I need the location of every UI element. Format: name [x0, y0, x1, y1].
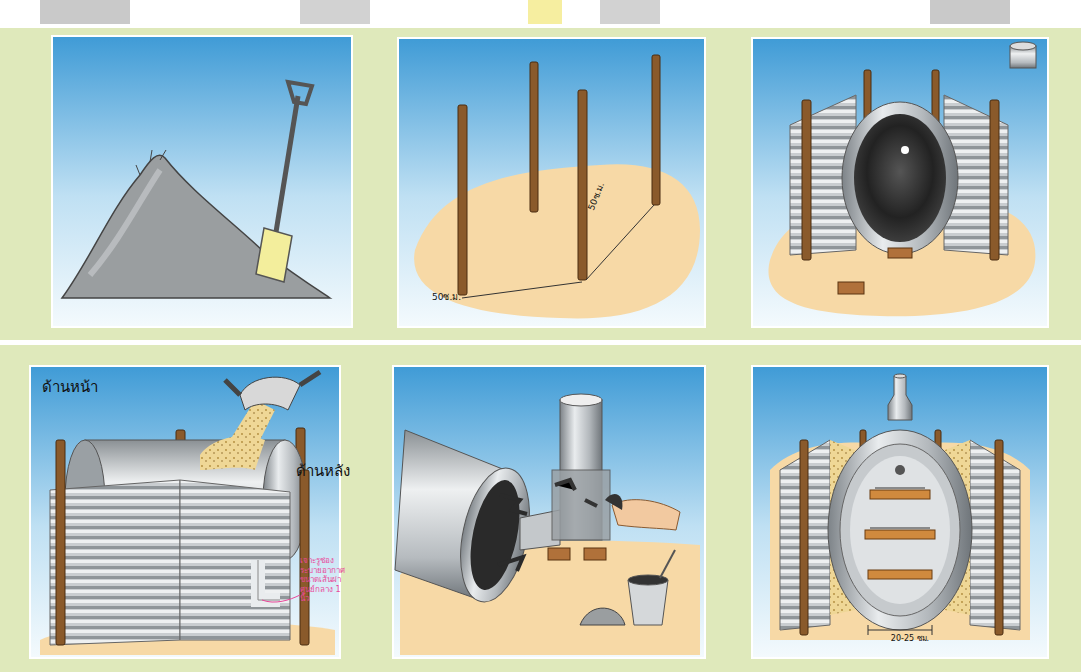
panel-soil-pile-part	[90, 170, 160, 275]
panel-soil-pile	[52, 36, 352, 327]
panel-drum-covered	[30, 366, 340, 658]
panel-drum-covered-part	[30, 366, 340, 658]
panel-posts-part-part	[652, 55, 660, 205]
page-background-part	[600, 0, 660, 24]
panel-drum-placement-part	[888, 248, 912, 258]
panel-drum-covered-part	[262, 595, 300, 602]
panel-chimney-fitting	[393, 366, 705, 658]
panel-kiln-front-part	[870, 488, 930, 528]
page-background-part	[0, 340, 1081, 345]
panel-soil-pile-part	[136, 150, 166, 175]
panel-chimney-fitting-part	[560, 394, 602, 406]
dimension-label: 20-25 ซม.	[880, 634, 940, 644]
dimension-label: 50ซ.ม.	[432, 292, 476, 303]
panel-chimney-fitting-part	[580, 608, 625, 625]
side-label: ด้านหลัง	[296, 462, 386, 480]
panel-drum-placement-part	[1010, 42, 1036, 50]
panel-soil-pile-part	[276, 96, 298, 232]
panel-kiln-front-part	[752, 366, 1048, 658]
panel-drum-covered-part	[258, 560, 280, 600]
panel-chimney-fitting-part	[548, 548, 606, 560]
panel-drum-placement-part	[838, 282, 864, 294]
panel-posts-part-part	[578, 90, 587, 280]
panel-kiln-front-part-part	[800, 440, 808, 635]
side-label: ด้านหน้า	[42, 378, 132, 396]
page-background-part	[300, 0, 370, 24]
panel-kiln-front-part	[888, 376, 912, 420]
panel-drum-covered-part	[56, 440, 309, 645]
panel-drum-covered-part	[200, 436, 265, 470]
panel-chimney-fitting-part	[628, 580, 668, 625]
panel-kiln-front-part	[865, 490, 935, 579]
panel-drum-placement-part	[854, 114, 946, 242]
panel-kiln-front	[752, 366, 1048, 658]
panel-soil-pile-part	[62, 155, 330, 298]
panel-drum-placement-part-part	[990, 100, 999, 260]
panel-chimney-fitting-part	[393, 366, 705, 658]
panel-drum-placement-part	[802, 100, 999, 260]
panel-drum-covered-part-part	[56, 440, 65, 645]
panel-drum-placement-part	[752, 38, 1048, 327]
panel-chimney-fitting-part	[552, 470, 610, 540]
panel-drum-placement-part	[901, 146, 909, 154]
panel-kiln-front-part	[868, 625, 869, 635]
panel-posts-part	[462, 282, 582, 298]
panel-kiln-front-part	[895, 465, 905, 475]
panel-kiln-front-part	[868, 630, 932, 631]
panel-kiln-front-part-part	[868, 570, 932, 579]
panel-drum-covered-part	[240, 377, 300, 410]
panel-kiln-front-part	[840, 444, 960, 616]
panel-posts	[398, 38, 705, 327]
panel-chimney-fitting-part-part	[548, 548, 570, 560]
panel-kiln-front-part	[932, 625, 933, 635]
panel-chimney-fitting-part	[462, 476, 528, 595]
panel-posts-part-part	[530, 62, 538, 212]
panel-kiln-front-part-part	[865, 530, 935, 539]
panel-chimney-fitting-part	[555, 480, 597, 506]
panel-posts-part	[586, 205, 654, 280]
panel-drum-placement-part-part	[802, 100, 811, 260]
panel-soil-pile-part	[52, 36, 352, 327]
panel-drum-covered-part	[180, 480, 290, 640]
panel-chimney-fitting-part	[628, 575, 668, 585]
panel-posts-part-part	[458, 105, 467, 295]
panel-soil-pile-part	[288, 82, 312, 104]
page-background-part	[930, 0, 1010, 24]
panel-chimney-fitting-part	[605, 494, 622, 510]
panel-drum-covered-part	[258, 560, 280, 600]
panel-chimney-fitting-part-part	[584, 548, 606, 560]
panel-soil-pile-part	[256, 228, 292, 282]
page-background-part	[528, 0, 562, 24]
panel-kiln-front-part	[850, 456, 950, 604]
panel-kiln-front-part-part	[870, 490, 930, 499]
page-background-part	[40, 0, 130, 24]
panel-chimney-fitting-part	[660, 550, 675, 578]
panel-posts-part	[458, 55, 660, 295]
panel-drum-covered-part	[50, 480, 180, 645]
page-background-part	[0, 28, 1081, 672]
panel-drum-placement-part	[842, 102, 958, 254]
panel-kiln-front-part	[894, 374, 906, 378]
panel-drum-covered-part	[225, 372, 320, 395]
note-label: เจาะรูช่อง ระบายอากาศ ขนาดเส้นผ่า ศูนย์ก…	[300, 556, 350, 604]
panel-drum-placement	[752, 38, 1048, 327]
panel-kiln-front-part-part	[995, 440, 1003, 635]
panel-posts-part	[398, 38, 705, 327]
panel-kiln-front-part	[828, 430, 972, 630]
panel-kiln-front-part	[800, 430, 1003, 635]
